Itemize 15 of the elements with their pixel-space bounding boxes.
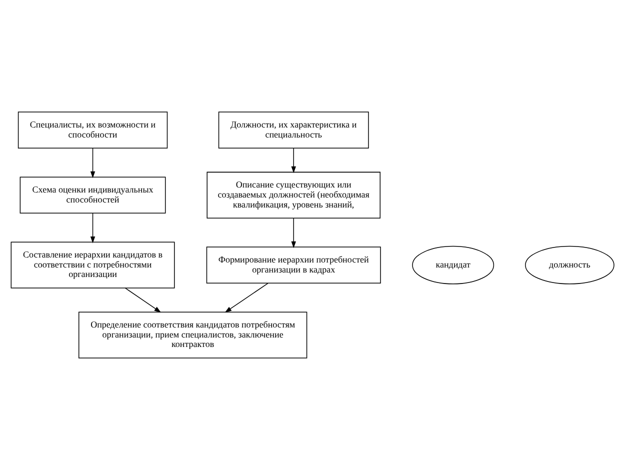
arrow (90, 213, 96, 244)
node-box: Специалисты, их возможности и способности (18, 112, 168, 148)
node-box: Описание существующих или создаваемых должностей (необходимая квалификация, уровень знаний, (206, 172, 380, 218)
node-box: Схема оценки индивидуальных способностей (20, 176, 166, 214)
arrow (291, 148, 296, 174)
node-box: Должности, их характеристика и специальность (218, 112, 369, 148)
node-box: Определение соответствия кандидатов потребностям организации, прием специалистов, заключение контрактов (78, 312, 308, 358)
node-box: Формирование иерархии потребностей организации в кадрах (206, 246, 381, 284)
arrow (90, 148, 96, 178)
arrow (224, 282, 268, 313)
arrow (124, 288, 162, 313)
node-box: Составление иерархии кандидатов в соответствии с потребностями организации (10, 242, 175, 288)
node-ellipse: должность (525, 246, 614, 284)
arrow (291, 218, 296, 248)
node-ellipse: кандидат (412, 246, 494, 284)
